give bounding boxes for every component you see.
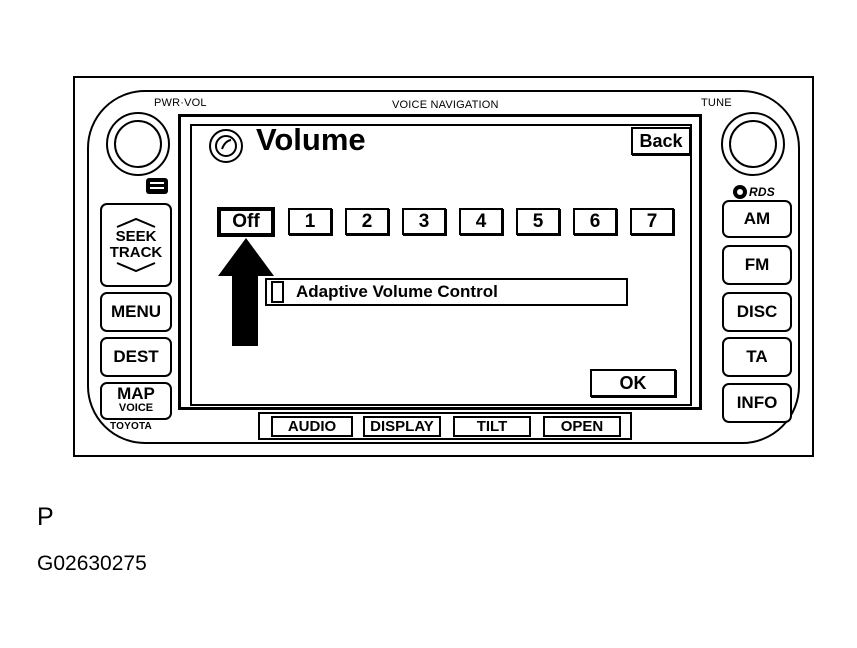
chevron-up-icon: [116, 217, 156, 228]
figure-id: G02630275: [37, 552, 147, 575]
level-6-button[interactable]: 6: [573, 208, 617, 235]
rds-label: RDS: [749, 185, 775, 199]
up-arrow-icon: [218, 238, 274, 346]
rds-logo-icon: [732, 184, 748, 200]
level-3-button[interactable]: 3: [402, 208, 446, 235]
tune-knob[interactable]: [721, 112, 785, 176]
level-5-button[interactable]: 5: [516, 208, 560, 235]
level-4-button[interactable]: 4: [459, 208, 503, 235]
fm-button[interactable]: FM: [722, 245, 792, 285]
display-screen-frame: [178, 114, 702, 410]
adaptive-volume-label: Adaptive Volume Control: [296, 282, 498, 301]
tune-label: TUNE: [701, 97, 732, 109]
pwr-vol-label: PWR·VOL: [154, 97, 207, 109]
seek-track-button[interactable]: SEEK TRACK: [100, 203, 172, 287]
am-button[interactable]: AM: [722, 200, 792, 238]
brand-label: TOYOTA: [110, 421, 152, 432]
audio-button[interactable]: AUDIO: [271, 416, 353, 437]
display-screen: [190, 124, 692, 406]
seek-label: SEEK: [115, 228, 157, 245]
page-title: Volume: [256, 122, 366, 157]
ta-button[interactable]: TA: [722, 337, 792, 377]
adaptive-volume-control-option[interactable]: Adaptive Volume Control: [265, 278, 628, 306]
dest-button[interactable]: DEST: [100, 337, 172, 377]
menu-button[interactable]: MENU: [100, 292, 172, 332]
level-off-button[interactable]: Off: [217, 207, 275, 237]
track-label: TRACK: [109, 244, 163, 261]
map-voice-button[interactable]: MAP VOICE: [100, 382, 172, 420]
level-1-button[interactable]: 1: [288, 208, 332, 235]
voice-navigation-label: VOICE NAVIGATION: [392, 99, 499, 111]
voice-label: VOICE: [118, 402, 154, 414]
power-volume-knob[interactable]: [106, 112, 170, 176]
adaptive-volume-checkbox[interactable]: [271, 281, 284, 303]
caption-letter: P: [37, 503, 54, 531]
tilt-button[interactable]: TILT: [453, 416, 531, 437]
disc-logo-icon: [144, 176, 170, 196]
level-7-button[interactable]: 7: [630, 208, 674, 235]
display-button[interactable]: DISPLAY: [363, 416, 441, 437]
map-label: MAP: [117, 384, 155, 403]
back-button[interactable]: Back: [631, 127, 691, 155]
speaker-volume-icon: [207, 127, 245, 165]
info-button[interactable]: INFO: [722, 383, 792, 423]
open-button[interactable]: OPEN: [543, 416, 621, 437]
head-unit-bezel: [87, 90, 800, 444]
ok-button[interactable]: OK: [590, 369, 676, 397]
disc-button[interactable]: DISC: [722, 292, 792, 332]
chevron-down-icon: [116, 262, 156, 273]
level-2-button[interactable]: 2: [345, 208, 389, 235]
